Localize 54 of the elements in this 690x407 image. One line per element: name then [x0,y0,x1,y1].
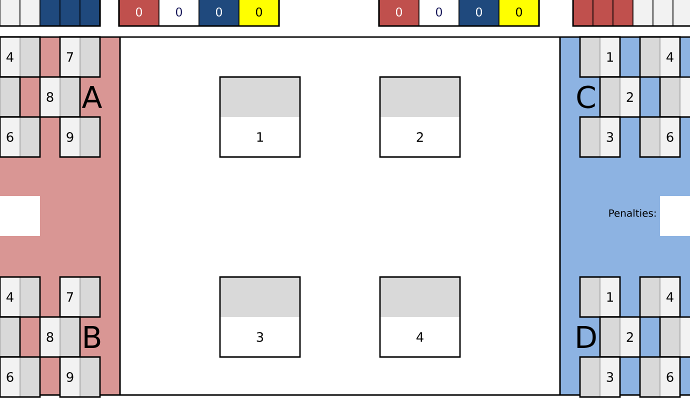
score-cell: 0 [458,0,500,26]
table-box: 1 [219,76,301,158]
color-cell [20,0,40,26]
score-cell: 0 [118,0,160,26]
color-cell [592,0,614,26]
color-cell [612,0,634,26]
score-cell: 0 [378,0,420,26]
number-tile: 7 [59,36,101,78]
color-cell [672,0,690,26]
number-tile: 8 [39,316,81,358]
team-letter: A [82,86,102,108]
score-cell: 0 [498,0,540,26]
number-tile: 3 [579,116,621,158]
team-letter: C [577,86,595,108]
table-box: 2 [379,76,461,158]
number-tile: 4 [0,36,41,78]
number-tile: 8 [39,76,81,118]
number-tile: 6 [0,356,41,398]
number-tile: 6 [639,356,681,398]
team-letter: D [577,326,596,348]
number-tile [0,76,21,118]
number-tile: 2 [599,76,641,118]
number-tile: 3 [579,356,621,398]
input-field [0,196,40,236]
score-cell: 0 [198,0,240,26]
number-tile: 4 [639,36,681,78]
field-label: Penalties: [609,209,656,217]
team-letter: B [84,326,100,348]
number-tile: 2 [599,316,641,358]
color-cell [0,0,20,26]
number-tile: 4 [639,276,681,318]
color-cell [572,0,594,26]
score-cell: 0 [418,0,460,26]
table-box: 4 [379,276,461,358]
color-cell [60,0,80,26]
number-tile: 7 [59,276,101,318]
number-tile [0,316,21,358]
number-tile: 6 [0,116,41,158]
input-field [660,196,690,236]
color-cell [80,0,100,26]
number-tile: 1 [579,36,621,78]
number-tile: 1 [579,276,621,318]
number-tile [659,316,690,358]
number-tile: 6 [639,116,681,158]
color-cell [652,0,674,26]
score-cell: 0 [158,0,200,26]
table-box: 3 [219,276,301,358]
number-tile: 4 [0,276,41,318]
number-tile [659,76,690,118]
number-tile: 9 [59,116,101,158]
score-cell: 0 [238,0,280,26]
number-tile: 9 [59,356,101,398]
color-cell [40,0,60,26]
color-cell [632,0,654,26]
